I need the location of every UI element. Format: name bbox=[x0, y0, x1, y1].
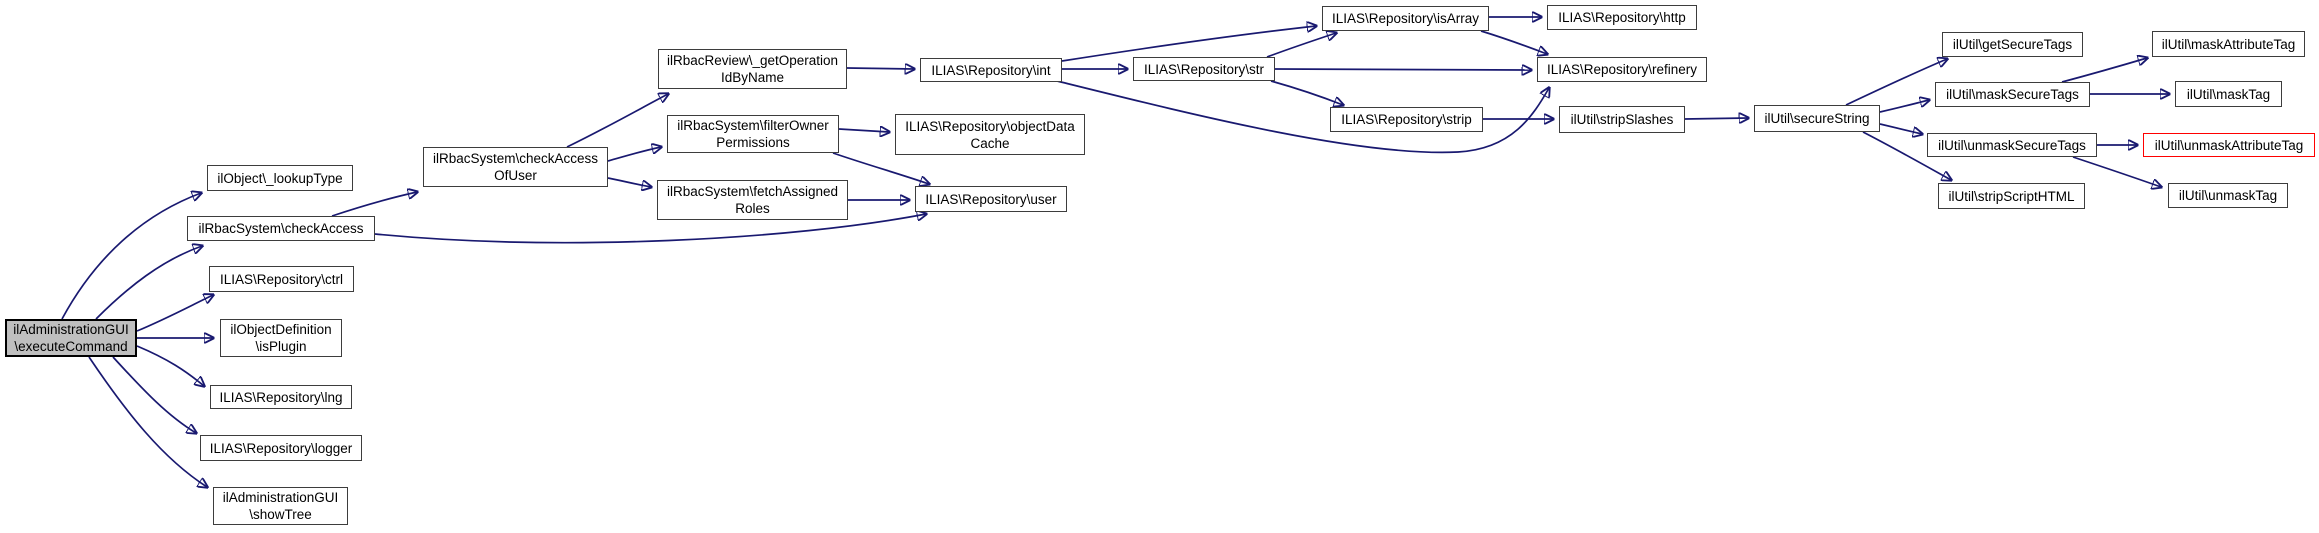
node-label: ilRbacSystem\checkAccess bbox=[432, 151, 599, 166]
edge-str-strip bbox=[1270, 80, 1343, 105]
edge-execute-command-show-tree bbox=[88, 356, 207, 487]
edge-int-is-array bbox=[1061, 26, 1316, 62]
edge-secure-string-strip-script-html bbox=[1862, 131, 1951, 180]
node-label: ILIAS\Repository\lng bbox=[219, 389, 343, 405]
node-unmask-attribute-tag[interactable]: ilUtil\unmaskAttributeTag bbox=[2143, 133, 2315, 157]
node-int[interactable]: ILIAS\Repository\int bbox=[920, 58, 1062, 82]
node-mask-secure-tags[interactable]: ilUtil\maskSecureTags bbox=[1935, 82, 2090, 107]
node-label: ilRbacSystem\filterOwner bbox=[677, 118, 829, 133]
node-label: ILIAS\Repository\http bbox=[1558, 10, 1686, 25]
node-label: ilUtil\getSecureTags bbox=[1952, 37, 2073, 52]
node-label: ilUtil\maskAttributeTag bbox=[2161, 36, 2296, 52]
node-label: ILIAS\Repository\strip bbox=[1341, 112, 1472, 127]
node-ctrl[interactable]: ILIAS\Repository\ctrl bbox=[209, 266, 354, 292]
node-filter-owner-permissions[interactable]: ilRbacSystem\filterOwner Permissions bbox=[667, 115, 839, 153]
node-label: ilUtil\stripSlashes bbox=[1570, 112, 1674, 127]
node-label: ilObject\_lookupType bbox=[217, 170, 343, 186]
node-refinery[interactable]: ILIAS\Repository\refinery bbox=[1537, 57, 1707, 82]
node-label: ILIAS\Repository\int bbox=[931, 62, 1051, 78]
node-label: ilAdministrationGUI bbox=[13, 322, 129, 337]
node-label: \showTree bbox=[249, 507, 312, 522]
edge-execute-command-check-access bbox=[95, 246, 202, 320]
edge-check-access-of-user-filter-owner-permissions bbox=[607, 147, 661, 162]
node-label: ILIAS\Repository\str bbox=[1143, 61, 1265, 77]
node-strip[interactable]: ILIAS\Repository\strip bbox=[1330, 107, 1483, 132]
node-label: \executeCommand bbox=[14, 339, 128, 354]
edge-execute-command-lookup-type bbox=[61, 193, 201, 320]
node-execute-command: ilAdministrationGUI \executeCommand bbox=[5, 319, 137, 357]
node-label: ILIAS\Repository\refinery bbox=[1546, 62, 1698, 77]
node-label: ilUtil\maskSecureTags bbox=[1946, 87, 2079, 102]
node-label: ILIAS\Repository\user bbox=[925, 191, 1057, 207]
node-lng[interactable]: ILIAS\Repository\lng bbox=[210, 385, 352, 409]
node-unmask-tag[interactable]: ilUtil\unmaskTag bbox=[2168, 183, 2288, 208]
edge-execute-command-lng bbox=[136, 345, 204, 386]
edge-str-is-array bbox=[1266, 33, 1336, 58]
edge-int-refinery bbox=[1056, 80, 1549, 154]
node-label: Permissions bbox=[716, 135, 790, 150]
edge-secure-string-unmask-secure-tags bbox=[1879, 123, 1922, 134]
node-label: OfUser bbox=[494, 168, 537, 183]
node-label: ILIAS\Repository\objectData bbox=[905, 118, 1075, 134]
node-label: Roles bbox=[735, 201, 770, 216]
node-label: \isPlugin bbox=[255, 339, 307, 354]
node-is-array[interactable]: ILIAS\Repository\isArray bbox=[1322, 6, 1489, 31]
edge-get-operation-id-by-name-int bbox=[846, 68, 914, 69]
edge-is-array-refinery bbox=[1480, 30, 1547, 54]
node-http[interactable]: ILIAS\Repository\http bbox=[1547, 5, 1697, 30]
node-label: ILIAS\Repository\isArray bbox=[1331, 11, 1480, 26]
edge-check-access-check-access-of-user bbox=[331, 192, 417, 217]
node-strip-script-html[interactable]: ilUtil\stripScriptHTML bbox=[1938, 183, 2085, 209]
edge-filter-owner-permissions-user bbox=[832, 152, 929, 184]
node-user[interactable]: ILIAS\Repository\user bbox=[915, 186, 1067, 212]
node-label: ilUtil\stripScriptHTML bbox=[1948, 188, 2075, 204]
node-lookup-type[interactable]: ilObject\_lookupType bbox=[207, 165, 353, 191]
edge-filter-owner-permissions-object-data-cache bbox=[838, 129, 889, 132]
node-label: ILIAS\Repository\ctrl bbox=[219, 271, 344, 287]
edge-secure-string-get-secure-tags bbox=[1845, 59, 1947, 106]
node-show-tree[interactable]: ilAdministrationGUI \showTree bbox=[213, 487, 348, 525]
node-mask-tag[interactable]: ilUtil\maskTag bbox=[2175, 81, 2282, 107]
node-label: IdByName bbox=[720, 70, 785, 85]
node-label: ilUtil\unmaskSecureTags bbox=[1938, 137, 2086, 153]
node-secure-string[interactable]: ilUtil\secureString bbox=[1754, 105, 1880, 132]
edge-str-refinery bbox=[1274, 69, 1531, 70]
node-label: ilAdministrationGUI bbox=[222, 490, 339, 505]
node-label: ilUtil\unmaskAttributeTag bbox=[2154, 137, 2304, 153]
node-check-access[interactable]: ilRbacSystem\checkAccess bbox=[187, 216, 375, 241]
node-label: ilRbacSystem\checkAccess bbox=[198, 221, 364, 236]
node-get-operation-id-by-name[interactable]: ilRbacReview\_getOperation IdByName bbox=[658, 49, 847, 89]
node-get-secure-tags[interactable]: ilUtil\getSecureTags bbox=[1942, 32, 2083, 57]
node-unmask-secure-tags[interactable]: ilUtil\unmaskSecureTags bbox=[1927, 133, 2097, 157]
node-label: ilUtil\secureString bbox=[1764, 111, 1870, 126]
edge-check-access-of-user-fetch-assigned-roles bbox=[607, 177, 651, 187]
node-logger[interactable]: ILIAS\Repository\logger bbox=[200, 435, 362, 461]
edge-mask-secure-tags-mask-attribute-tag bbox=[2061, 58, 2147, 83]
node-label: Cache bbox=[970, 135, 1010, 151]
edge-secure-string-mask-secure-tags bbox=[1879, 100, 1929, 113]
node-label: ilUtil\unmaskTag bbox=[2178, 188, 2278, 203]
edge-unmask-secure-tags-unmask-tag bbox=[2072, 156, 2161, 187]
node-is-plugin[interactable]: ilObjectDefinition \isPlugin bbox=[220, 319, 342, 357]
edge-strip-slashes-secure-string bbox=[1684, 118, 1748, 119]
node-mask-attribute-tag[interactable]: ilUtil\maskAttributeTag bbox=[2152, 31, 2305, 57]
node-label: ilRbacSystem\fetchAssigned bbox=[666, 184, 839, 199]
node-strip-slashes[interactable]: ilUtil\stripSlashes bbox=[1559, 106, 1685, 133]
node-check-access-of-user[interactable]: ilRbacSystem\checkAccess OfUser bbox=[423, 147, 608, 187]
edge-execute-command-ctrl bbox=[136, 295, 213, 332]
edge-check-access-user bbox=[374, 214, 926, 244]
node-label: ILIAS\Repository\logger bbox=[209, 440, 353, 456]
edge-execute-command-logger bbox=[112, 356, 196, 433]
node-label: ilRbacReview\_getOperation bbox=[666, 53, 839, 68]
node-object-data-cache[interactable]: ILIAS\Repository\objectData Cache bbox=[895, 114, 1085, 155]
node-label: ilUtil\maskTag bbox=[2186, 86, 2271, 102]
node-label: ilObjectDefinition bbox=[230, 322, 332, 337]
node-fetch-assigned-roles[interactable]: ilRbacSystem\fetchAssigned Roles bbox=[657, 180, 848, 220]
node-str[interactable]: ILIAS\Repository\str bbox=[1133, 57, 1275, 81]
edge-check-access-of-user-get-operation-id-by-name bbox=[566, 94, 668, 148]
